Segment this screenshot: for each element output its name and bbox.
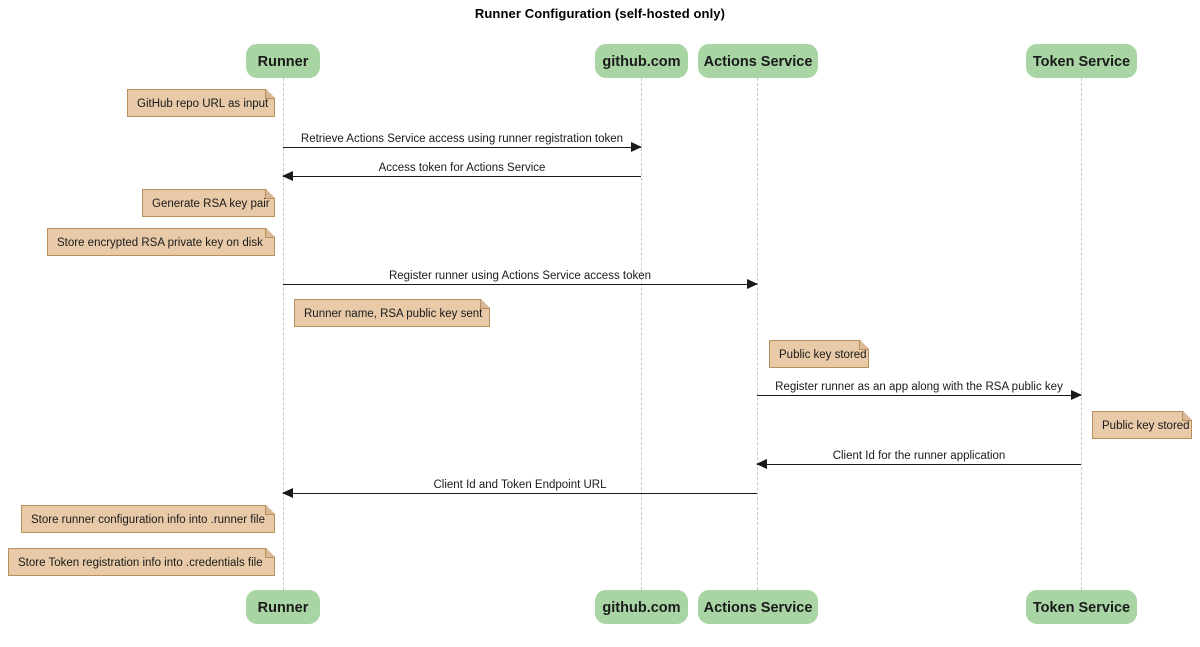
note-public-key-stored-actions[interactable]: Public key stored [769, 340, 869, 368]
participant-label: Token Service [1032, 54, 1131, 70]
participant-header-runner[interactable]: Runner [246, 44, 320, 78]
message-line [283, 284, 757, 285]
message-label: Register runner as an app along with the… [775, 381, 1063, 393]
note-fold-corner-icon [480, 300, 489, 309]
arrowhead-icon [282, 488, 293, 498]
message-line [283, 147, 641, 148]
note-store-runner-config[interactable]: Store runner configuration info into .ru… [21, 505, 275, 533]
participant-label: Runner [257, 54, 309, 70]
note-text: Generate RSA key pair [152, 198, 270, 210]
participant-label: Actions Service [703, 54, 813, 70]
participant-footer-token[interactable]: Token Service [1026, 590, 1137, 624]
lifeline-runner [283, 78, 284, 590]
msg-client-id-runner-app[interactable]: Client Id for the runner application [756, 450, 1081, 469]
lifeline-token [1081, 78, 1082, 590]
note-text: Public key stored [779, 349, 867, 361]
note-text: Store runner configuration info into .ru… [31, 514, 265, 526]
participant-header-token[interactable]: Token Service [1026, 44, 1137, 78]
participant-label: Token Service [1032, 600, 1131, 616]
msg-register-runner-as-app[interactable]: Register runner as an app along with the… [757, 381, 1082, 400]
note-text: Store Token registration info into .cred… [18, 557, 263, 569]
note-fold-corner-icon [265, 506, 274, 515]
note-store-token-reg[interactable]: Store Token registration info into .cred… [8, 548, 275, 576]
message-line [757, 464, 1081, 465]
message-line [283, 493, 757, 494]
note-fold-corner-icon [859, 341, 868, 350]
note-fold-corner-icon [265, 549, 274, 558]
msg-client-id-token-endpoint[interactable]: Client Id and Token Endpoint URL [282, 479, 757, 498]
arrowhead-icon [631, 142, 642, 152]
note-github-repo-url[interactable]: GitHub repo URL as input [127, 89, 275, 117]
participant-header-actions[interactable]: Actions Service [698, 44, 818, 78]
arrowhead-icon [756, 459, 767, 469]
participant-label: github.com [602, 600, 681, 616]
note-public-key-stored-token[interactable]: Public key stored [1092, 411, 1192, 439]
participant-header-github[interactable]: github.com [595, 44, 688, 78]
arrowhead-icon [747, 279, 758, 289]
note-runner-name-rsa[interactable]: Runner name, RSA public key sent [294, 299, 490, 327]
arrowhead-icon [282, 171, 293, 181]
note-text: Store encrypted RSA private key on disk [57, 237, 263, 249]
participant-label: github.com [602, 54, 681, 70]
participant-label: Runner [257, 600, 309, 616]
participant-footer-runner[interactable]: Runner [246, 590, 320, 624]
note-fold-corner-icon [265, 90, 274, 99]
msg-retrieve-actions-access[interactable]: Retrieve Actions Service access using ru… [283, 133, 642, 152]
message-label: Access token for Actions Service [378, 162, 546, 174]
note-fold-corner-icon [1182, 412, 1191, 421]
note-store-encrypted-rsa[interactable]: Store encrypted RSA private key on disk [47, 228, 275, 256]
message-label: Client Id and Token Endpoint URL [433, 479, 607, 491]
note-text: GitHub repo URL as input [137, 98, 269, 110]
lifeline-actions [757, 78, 758, 590]
message-label: Retrieve Actions Service access using ru… [300, 133, 624, 145]
participant-footer-actions[interactable]: Actions Service [698, 590, 818, 624]
note-text: Runner name, RSA public key sent [304, 308, 483, 320]
arrowhead-icon [1071, 390, 1082, 400]
note-fold-corner-icon [265, 229, 274, 238]
msg-register-runner[interactable]: Register runner using Actions Service ac… [283, 270, 758, 289]
note-text: Public key stored [1102, 420, 1190, 432]
lifeline-github [641, 78, 642, 590]
note-generate-rsa[interactable]: Generate RSA key pair [142, 189, 275, 217]
msg-access-token[interactable]: Access token for Actions Service [282, 162, 641, 181]
diagram-title: Runner Configuration (self-hosted only) [474, 6, 726, 21]
participant-footer-github[interactable]: github.com [595, 590, 688, 624]
message-line [283, 176, 641, 177]
participant-label: Actions Service [703, 600, 813, 616]
message-line [757, 395, 1081, 396]
note-fold-corner-icon [265, 190, 274, 199]
message-label: Client Id for the runner application [832, 450, 1006, 462]
message-label: Register runner using Actions Service ac… [388, 270, 652, 282]
